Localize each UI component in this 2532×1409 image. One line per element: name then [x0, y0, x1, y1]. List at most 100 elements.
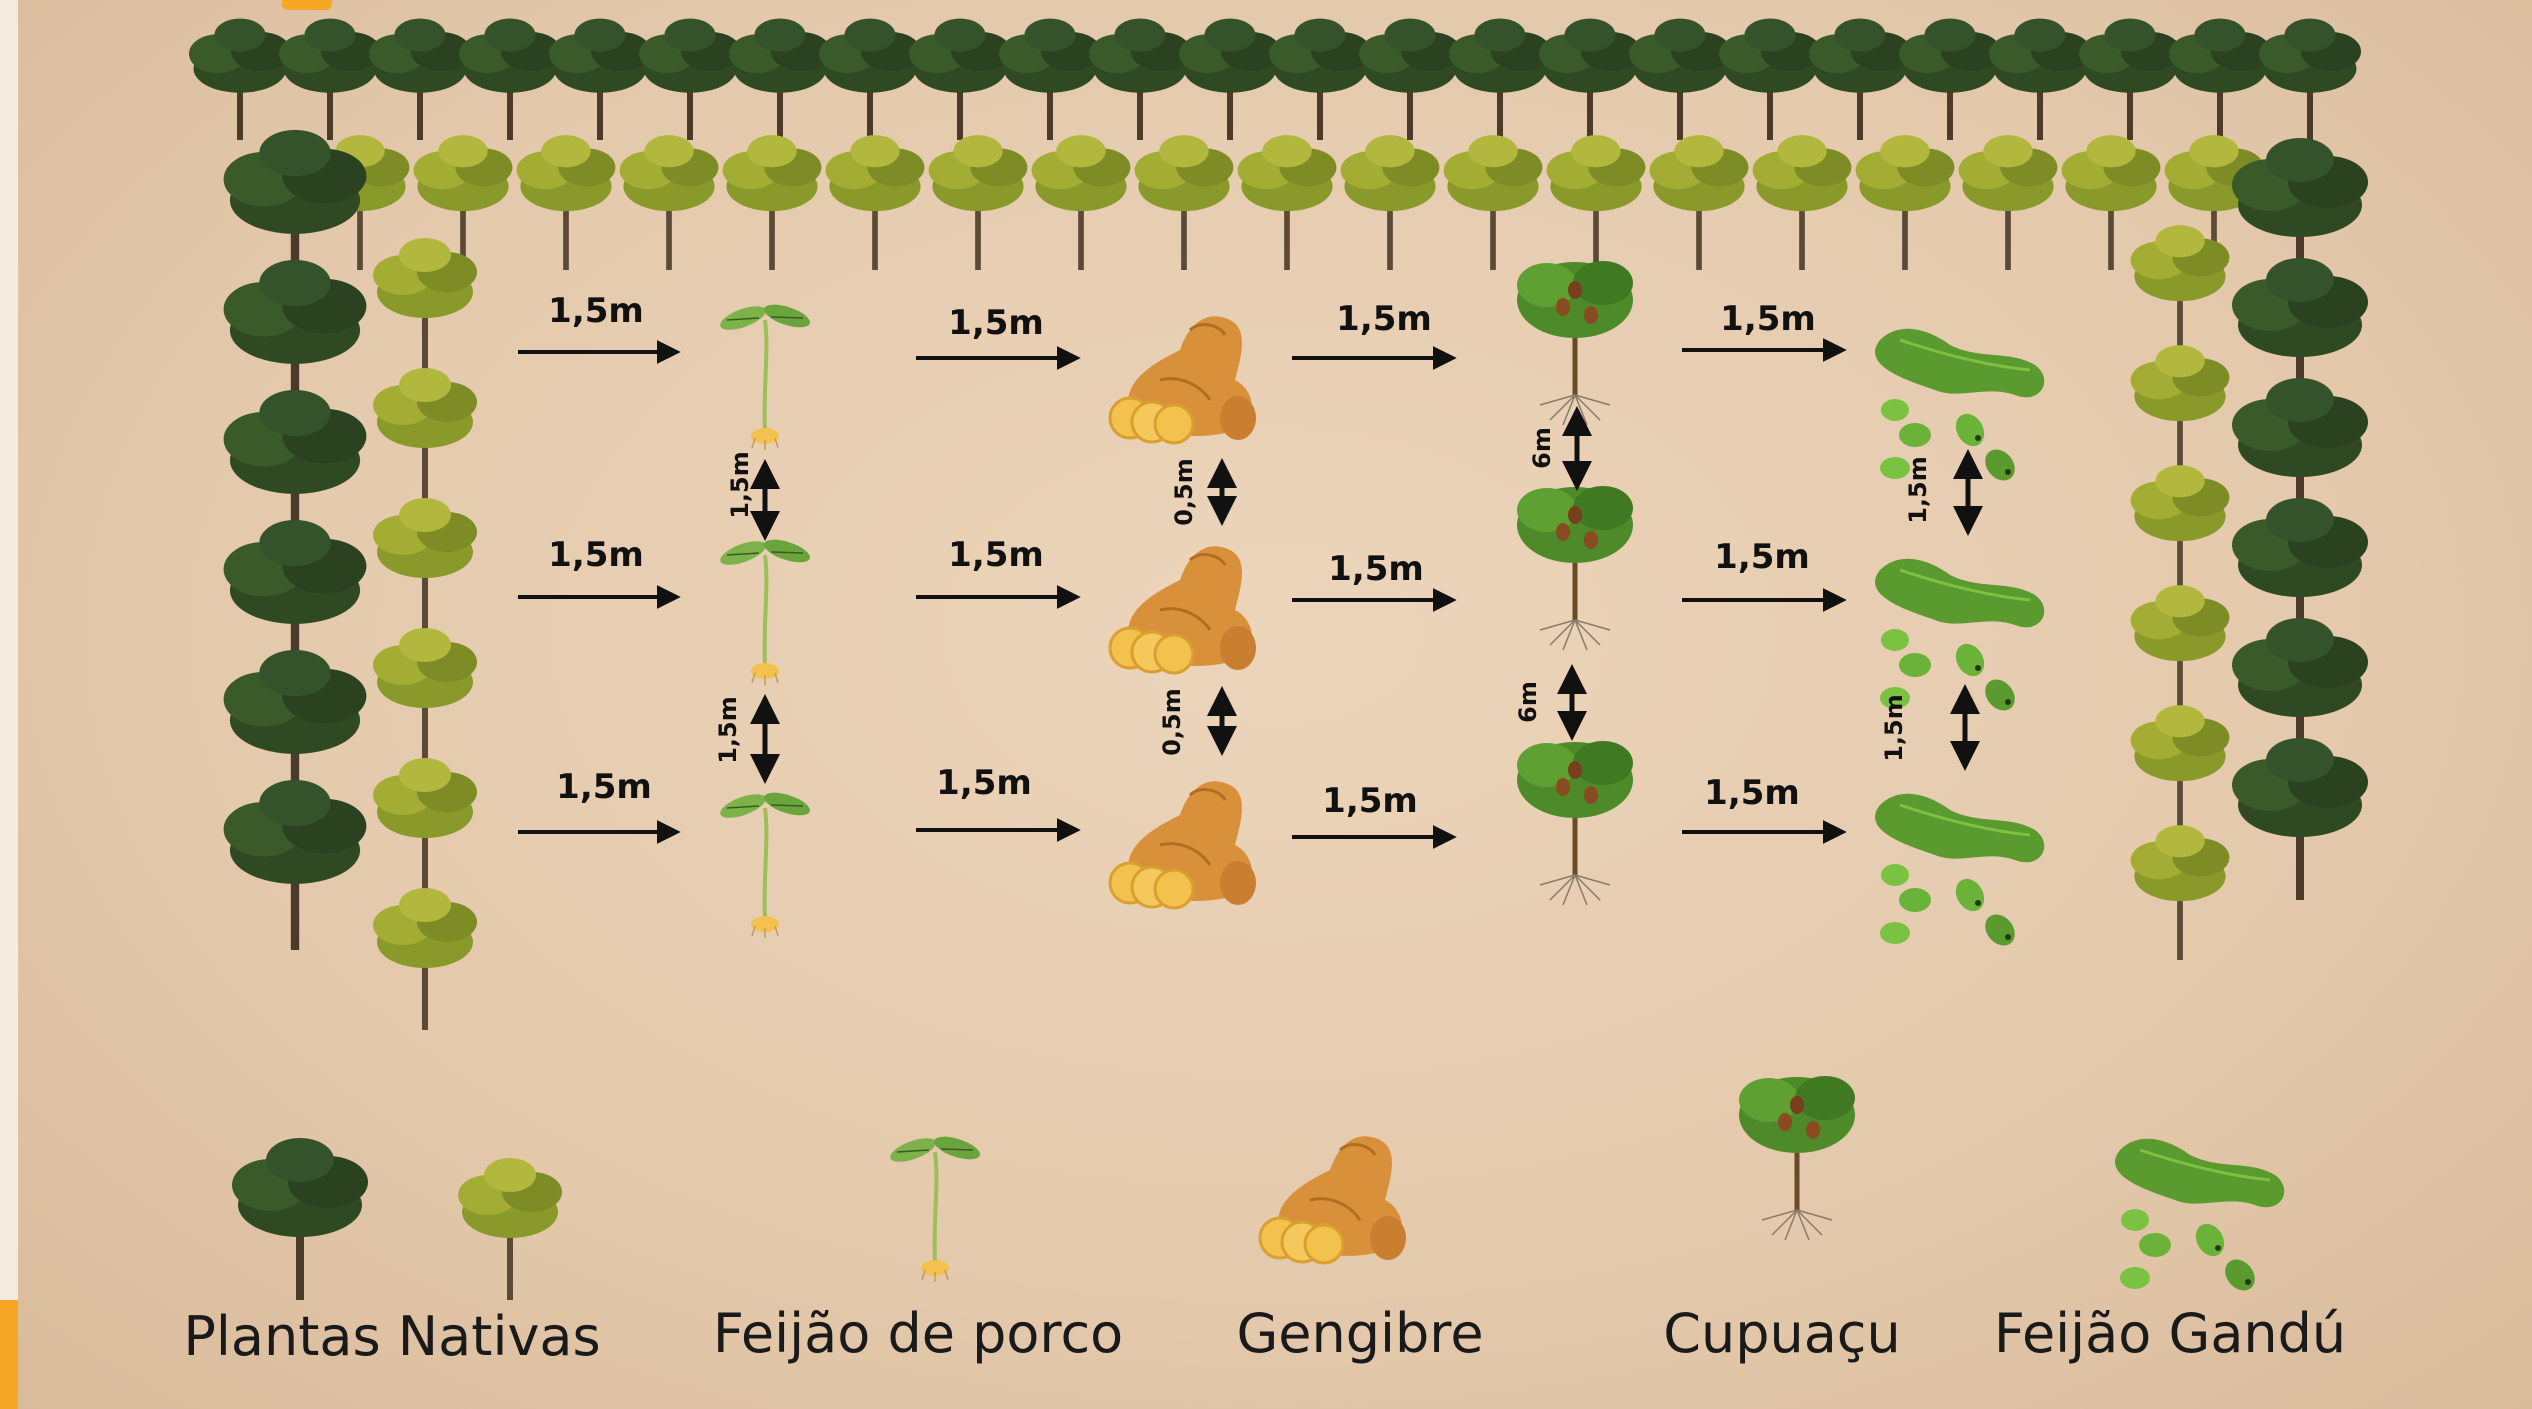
- cupuacu-tree: [1517, 741, 1633, 905]
- cupuacu-tree: [1517, 261, 1633, 425]
- feijao-porco-plant: [715, 533, 815, 687]
- native-tree-dark: [2259, 18, 2361, 140]
- gengibre-plant: [1108, 544, 1258, 675]
- native-tree-light: [1546, 135, 1646, 270]
- legend-native-light-tree-icon: [458, 1158, 562, 1300]
- legend-feijao-porco-icon: [885, 1130, 985, 1284]
- legend-gengibre-icon: [1258, 1134, 1408, 1265]
- accent-tab-top: [282, 0, 332, 10]
- native-tree-dark: [1719, 18, 1821, 140]
- native-tree-dark: [1539, 18, 1641, 140]
- spacing-label: 1,5m: [1336, 299, 1432, 339]
- native-tree-dark: [999, 18, 1101, 140]
- legend-label-feijao-gandu: Feijão Gandú: [1994, 1302, 2346, 1365]
- feijao-gandu-plant: [1873, 792, 2046, 953]
- vertical-spacing-label: 1,5m: [1880, 694, 1908, 762]
- native-tree-light: [2130, 825, 2230, 960]
- native-tree-dark: [223, 779, 367, 950]
- native-tree-light: [373, 758, 477, 900]
- native-tree-light: [373, 498, 477, 640]
- native-tree-dark: [2169, 18, 2271, 140]
- legend-label-cupuacu: Cupuaçu: [1663, 1302, 1900, 1365]
- accent-tab-bottom: [0, 1300, 18, 1409]
- native-tree-light: [1134, 135, 1234, 270]
- native-tree-light: [1443, 135, 1543, 270]
- feijao-gandu-plant: [1873, 557, 2046, 718]
- feijao-gandu-plant: [1873, 327, 2046, 488]
- native-tree-dark: [1359, 18, 1461, 140]
- spacing-label: 1,5m: [1720, 299, 1816, 339]
- gengibre-plant: [1108, 779, 1258, 910]
- native-tree-dark: [1809, 18, 1911, 140]
- native-tree-dark: [639, 18, 741, 140]
- native-tree-light: [373, 628, 477, 770]
- native-tree-dark: [2232, 738, 2368, 900]
- cupuacu-tree: [1517, 486, 1633, 650]
- native-tree-dark: [1089, 18, 1191, 140]
- native-tree-dark: [1449, 18, 1551, 140]
- vertical-spacing-label: 1,5m: [1904, 456, 1932, 524]
- native-tree-light: [1237, 135, 1337, 270]
- native-tree-border-top: [189, 18, 2361, 270]
- native-tree-border-right: [2130, 138, 2368, 960]
- native-tree-light: [2130, 705, 2230, 840]
- native-tree-dark: [1269, 18, 1371, 140]
- native-tree-dark: [279, 18, 381, 140]
- native-tree-dark: [1179, 18, 1281, 140]
- legend-label-feijao-porco: Feijão de porco: [713, 1302, 1123, 1365]
- native-tree-light: [1958, 135, 2058, 270]
- spacing-label: 1,5m: [548, 535, 644, 575]
- legend-cupuacu-icon: [1739, 1076, 1855, 1240]
- native-tree-light: [2130, 465, 2230, 600]
- spacing-label: 1,5m: [1704, 773, 1800, 813]
- native-tree-light: [2130, 585, 2230, 720]
- gengibre-plant: [1108, 314, 1258, 445]
- native-tree-light: [1649, 135, 1749, 270]
- legend-label-gengibre: Gengibre: [1236, 1302, 1483, 1365]
- vertical-spacing-label: 6m: [1528, 427, 1556, 469]
- native-tree-light: [825, 135, 925, 270]
- native-tree-dark: [369, 18, 471, 140]
- vertical-spacing-label: 1,5m: [714, 696, 742, 764]
- native-tree-light: [1340, 135, 1440, 270]
- spacing-label: 1,5m: [936, 763, 1032, 803]
- spacing-label: 1,5m: [948, 303, 1044, 343]
- native-tree-light: [1855, 135, 1955, 270]
- legend-label-plantas-nativas: Plantas Nativas: [183, 1305, 600, 1368]
- vertical-spacing-label: 0,5m: [1158, 688, 1186, 756]
- native-tree-dark: [909, 18, 1011, 140]
- native-tree-dark: [1899, 18, 2001, 140]
- native-tree-light: [928, 135, 1028, 270]
- native-tree-light: [722, 135, 822, 270]
- native-tree-light: [619, 135, 719, 270]
- spacing-label: 1,5m: [556, 767, 652, 807]
- native-tree-light: [516, 135, 616, 270]
- native-tree-border-left: [223, 129, 477, 1030]
- native-tree-light: [1031, 135, 1131, 270]
- native-tree-light: [1752, 135, 1852, 270]
- native-tree-light: [373, 238, 477, 380]
- legend-feijao-gandu-icon: [2113, 1137, 2286, 1298]
- spacing-label: 1,5m: [1714, 537, 1810, 577]
- native-tree-light: [2130, 225, 2230, 360]
- native-tree-dark: [729, 18, 831, 140]
- vertical-spacing-label: 1,5m: [726, 451, 754, 519]
- native-tree-light: [2130, 345, 2230, 480]
- vertical-spacing-label: 6m: [1514, 681, 1542, 723]
- native-tree-dark: [189, 18, 291, 140]
- native-tree-dark: [459, 18, 561, 140]
- spacing-label: 1,5m: [548, 291, 644, 331]
- native-tree-dark: [819, 18, 921, 140]
- spacing-label: 1,5m: [1328, 549, 1424, 589]
- feijao-porco-plant: [715, 298, 815, 452]
- native-tree-dark: [2079, 18, 2181, 140]
- native-tree-dark: [1989, 18, 2091, 140]
- legend-native-dark-tree-icon: [232, 1138, 368, 1300]
- native-tree-dark: [1629, 18, 1731, 140]
- native-tree-dark: [549, 18, 651, 140]
- feijao-porco-plant: [715, 786, 815, 940]
- native-tree-light: [373, 888, 477, 1030]
- vertical-spacing-label: 0,5m: [1170, 458, 1198, 526]
